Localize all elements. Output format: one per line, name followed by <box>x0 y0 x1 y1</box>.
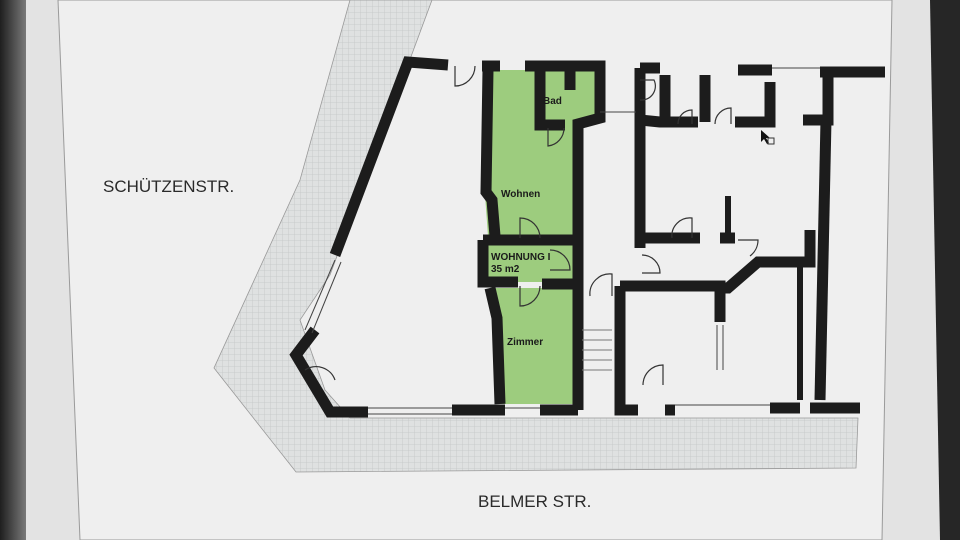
street-label-schuetzenstr: SCHÜTZENSTR. <box>103 177 234 196</box>
doors <box>304 65 759 386</box>
building-walls <box>289 56 885 418</box>
monitor-bezel-left <box>0 0 26 540</box>
room-label-zimmer: Zimmer <box>507 337 543 348</box>
monitor-bezel-right <box>930 0 960 540</box>
mouse-cursor-icon <box>761 130 775 145</box>
room-label-bad: Bad <box>543 96 562 107</box>
street-label-belmer-str: BELMER STR. <box>478 492 591 511</box>
unit-area-label: 35 m2 <box>491 264 520 275</box>
apartment-wohnung-1 <box>485 70 595 404</box>
sidewalk-paving <box>213 0 859 473</box>
windows <box>304 67 820 415</box>
staircase <box>582 329 612 371</box>
room-label-wohnen: Wohnen <box>501 189 540 200</box>
unit-name-label: WOHNUNG I <box>491 252 551 263</box>
